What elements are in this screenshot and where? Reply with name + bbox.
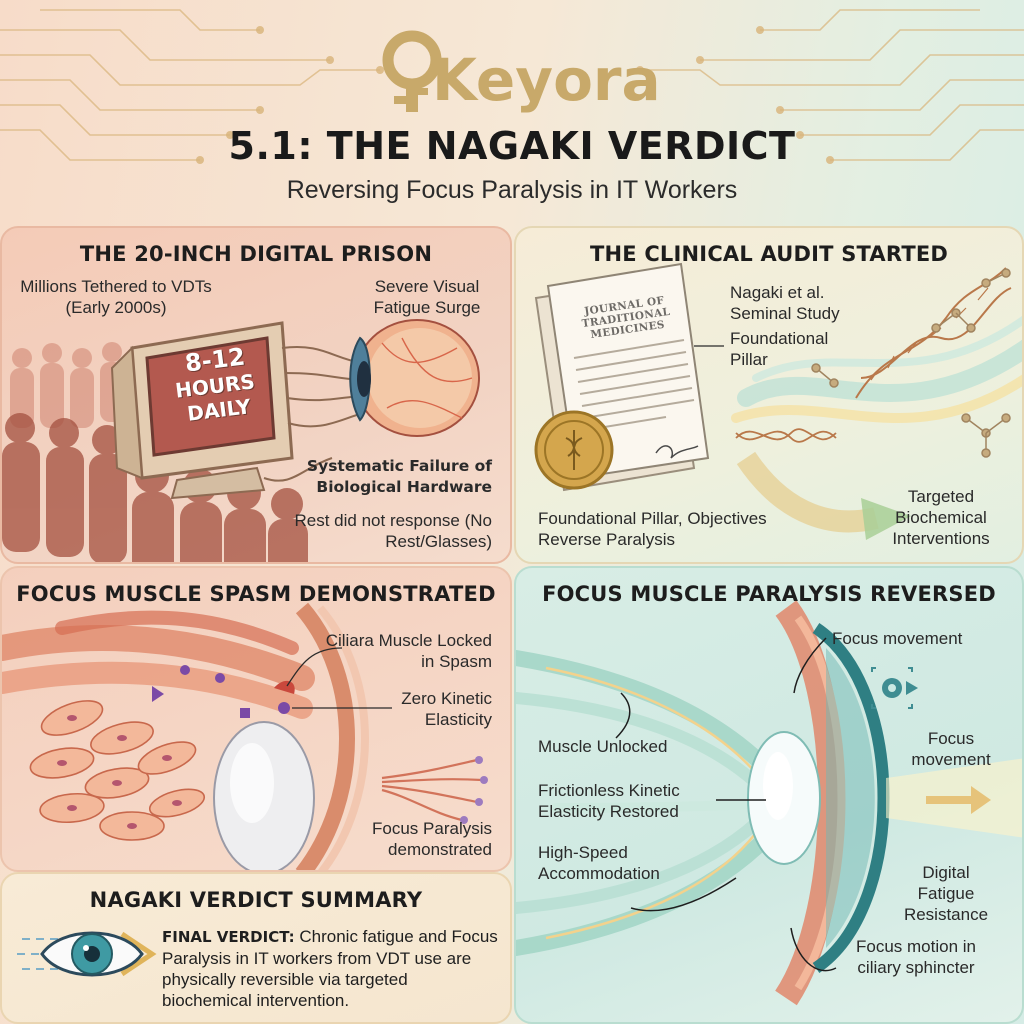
eye-summary-illustration [17, 931, 157, 977]
label-ciliara: Ciliara Muscle Locked in Spasm [325, 631, 492, 671]
label-focus-paralysis: Focus Paralysis demonstrated [372, 819, 492, 859]
page-title: 5.1: THE NAGAKI VERDICT [228, 124, 796, 168]
verdict-body: Chronic fatigue and Focus Paralysis in I… [162, 927, 498, 1010]
label-high-speed: High-Speed Accommodation [538, 843, 660, 883]
panel-title: THE CLINICAL AUDIT STARTED [589, 242, 949, 266]
clinical-audit-illustration [534, 262, 1022, 540]
digital-prison-illustration [2, 319, 480, 562]
label-study: Nagaki et al. Seminal Study [730, 283, 840, 323]
panel-title: THE 20-INCH DIGITAL PRISON [79, 242, 433, 266]
label-fatigue: Severe Visual Fatigue Surge [373, 277, 481, 317]
panel-muscle-spasm: FOCUS MUSCLE SPASM DEMONSTRATED Ciliara … [0, 566, 512, 872]
brand-logo: Keyora [0, 18, 1024, 118]
reversed-eye-illustration [516, 600, 1022, 1006]
panel-title: NAGAKI VERDICT SUMMARY [89, 888, 423, 912]
panel-clinical-audit: THE CLINICAL AUDIT STARTED JOURNAL OF TR… [514, 226, 1024, 564]
label-focus-movement-right: Focus movement [911, 729, 991, 769]
label-digital-fatigue: Digital Fatigue Resistance [903, 863, 989, 924]
label-muscle-unlocked: Muscle Unlocked [538, 737, 668, 756]
muscle-spasm-illustration [2, 602, 488, 870]
label-failure: Systematic Failure of Biological Hardwar… [306, 457, 492, 496]
label-focus-motion: Focus motion in ciliary sphincter [856, 937, 976, 977]
page-subtitle: Reversing Focus Paralysis in IT Workers [286, 176, 738, 204]
panel-digital-prison: THE 20-INCH DIGITAL PRISON Millions Teth… [0, 226, 512, 564]
panel-paralysis-reversed: FOCUS MUSCLE PARALYSIS REVERSED Focus mo… [514, 566, 1024, 1024]
label-rest: Rest did not response (No Rest/Glasses) [294, 511, 493, 551]
label-focus-movement-top: Focus movement [832, 629, 963, 648]
panel-title: FOCUS MUSCLE PARALYSIS REVERSED [542, 582, 996, 606]
label-targeted: Targeted Biochemical Interventions [892, 487, 990, 548]
brand-name: Keyora [432, 46, 661, 114]
label-millions: Millions Tethered to VDTs (Early 2000s) [20, 277, 212, 317]
verdict-text: FINAL VERDICT: Chronic fatigue and Focus… [162, 926, 502, 1011]
label-pillar: Foundational Pillar [730, 329, 829, 369]
circuit-background [0, 9, 1024, 164]
label-objectives: Foundational Pillar, Objectives Reverse … [538, 509, 767, 549]
label-frictionless: Frictionless Kinetic Elasticity Restored [538, 781, 680, 821]
panel-verdict-summary: NAGAKI VERDICT SUMMARY FINAL VERDICT: Ch… [0, 872, 512, 1024]
panel-title: FOCUS MUSCLE SPASM DEMONSTRATED [16, 582, 496, 606]
label-zero-kinetic: Zero Kinetic Elasticity [401, 689, 492, 729]
target-icon [871, 667, 918, 709]
key-icon [382, 30, 442, 112]
verdict-label: FINAL VERDICT: [162, 928, 295, 946]
